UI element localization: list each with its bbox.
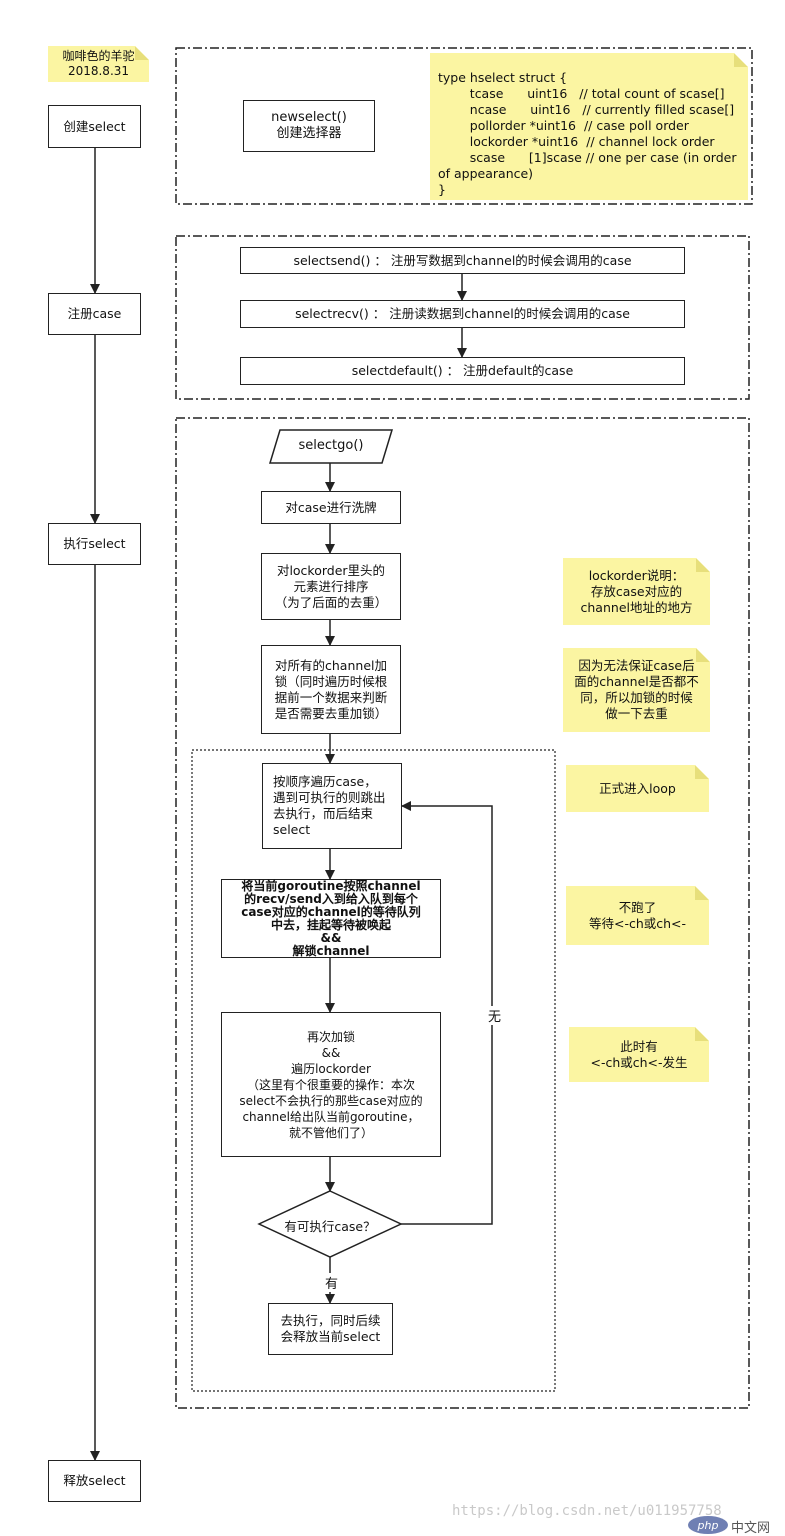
step-create-select: 创建select <box>48 105 141 148</box>
final-execute-box: 去执行，同时后续 会释放当前select <box>268 1303 393 1355</box>
yes-branch-label: 有 <box>323 1273 341 1292</box>
enqueue-goroutine-box: 将当前goroutine按照channel 的recv/send入到给入队到每个… <box>221 879 441 958</box>
lockorder-note: lockorder说明： 存放case对应的 channel地址的地方 <box>563 558 710 625</box>
lockorder-note-line: channel地址的地方 <box>580 599 693 615</box>
enqueue-line: 的recv/send入到给入队到每个 <box>244 891 418 906</box>
hselect-struct-note: type hselect struct { tcase uint16 // to… <box>430 53 748 200</box>
lock-line: 锁（同时遍历时候根 <box>274 673 388 689</box>
wake-note-line: <-ch或ch<-发生 <box>590 1054 688 1070</box>
sort-line: （为了后面的去重） <box>274 594 388 610</box>
final-line: 会释放当前select <box>280 1329 381 1344</box>
relock-line: 再次加锁 <box>306 1029 355 1044</box>
selectrecv-box: selectrecv() ： 注册读数据到channel的时候会调用的case <box>240 300 685 328</box>
dedupe-note-line: 做一下去重 <box>605 706 668 721</box>
step-register-case: 注册case <box>48 293 141 335</box>
block-note: 不跑了 等待<-ch或ch<- <box>566 886 709 945</box>
selectdefault-box: selectdefault() ： 注册default的case <box>240 357 685 385</box>
final-line: 去执行，同时后续 <box>280 1313 381 1328</box>
newselect-desc: 创建选择器 <box>276 126 342 141</box>
selectgo-label: selectgo() <box>298 438 364 453</box>
lock-line: 对所有的channel加 <box>275 657 387 673</box>
struct-line: lockorder *uint16 // channel lock order <box>438 134 715 149</box>
author-name: 咖啡色的羊驼 <box>62 49 135 63</box>
section2-frame <box>175 235 750 400</box>
relock-line: （这里有个很重要的操作：本次 <box>246 1077 415 1092</box>
relock-line: 就不管他们了） <box>288 1125 373 1140</box>
loop-line: select <box>273 822 311 837</box>
newselect-title: newselect() <box>271 110 347 125</box>
enqueue-line: case对应的channel的等待队列 <box>241 904 421 919</box>
struct-line: } <box>438 182 446 197</box>
dedupe-note-line: 面的channel是否都不 <box>574 674 699 689</box>
relock-box: 再次加锁 && 遍历lockorder （这里有个很重要的操作：本次 selec… <box>221 1012 441 1157</box>
step-execute-select: 执行select <box>48 523 141 565</box>
relock-line: && <box>321 1045 341 1060</box>
selectsend-box: selectsend() ： 注册写数据到channel的时候会调用的case <box>240 247 685 274</box>
loop-cases-box: 按顺序遍历case， 遇到可执行的则跳出 去执行，而后结束 select <box>262 763 402 849</box>
lock-channels-box: 对所有的channel加 锁（同时遍历时候根 据前一个数据来判断 是否需要去重加… <box>261 645 401 734</box>
newselect-box: newselect() 创建选择器 <box>243 100 375 152</box>
struct-line: of appearance) <box>438 166 534 181</box>
enqueue-line: 解锁channel <box>292 943 370 958</box>
block-note-line: 等待<-ch或ch<- <box>588 915 687 931</box>
section3-frame <box>175 417 750 1409</box>
step-release-select: 释放select <box>48 1460 141 1502</box>
struct-line: tcase uint16 // total count of scase[] <box>438 86 725 101</box>
author-date: 2018.8.31 <box>67 64 130 78</box>
loop-line: 遇到可执行的则跳出 <box>273 790 386 805</box>
no-branch-label: 无 <box>486 1006 504 1025</box>
dedupe-note-line: 同，所以加锁的时候 <box>580 690 693 705</box>
sort-line: 元素进行排序 <box>293 578 369 594</box>
decision-shape <box>257 1190 403 1258</box>
lockorder-note-line: lockorder说明： <box>588 567 685 583</box>
struct-line: type hselect struct { <box>438 70 568 85</box>
sort-line: 对lockorder里头的 <box>276 562 386 578</box>
loop-line: 去执行，而后结束 <box>273 806 374 821</box>
selectgo-shape <box>268 429 394 464</box>
sort-lockorder-box: 对lockorder里头的 元素进行排序 （为了后面的去重） <box>261 553 401 620</box>
block-note-line: 不跑了 <box>618 899 657 915</box>
loop-line: 按顺序遍历case， <box>273 774 377 789</box>
enqueue-line: 中去，挂起等待被唤起 <box>270 917 391 932</box>
loop-note: 正式进入loop <box>566 765 709 812</box>
struct-line: pollorder *uint16 // case poll order <box>438 118 689 133</box>
relock-line: 遍历lockorder <box>291 1061 371 1076</box>
php-logo-text: php <box>697 1518 719 1532</box>
relock-line: select不会执行的那些case对应的 <box>239 1093 423 1108</box>
lock-line: 据前一个数据来判断 <box>274 689 388 705</box>
lock-line: 是否需要去重加锁） <box>274 705 388 721</box>
wake-note-line: 此时有 <box>620 1038 658 1054</box>
php-logo: php <box>688 1516 728 1534</box>
struct-line: scase [1]scase // one per case (in order <box>438 150 737 165</box>
lockorder-note-line: 存放case对应的 <box>590 583 683 599</box>
wake-note: 此时有 <-ch或ch<-发生 <box>569 1027 709 1082</box>
blog-watermark: https://blog.csdn.net/u011957758 <box>452 1503 722 1519</box>
author-note: 咖啡色的羊驼 2018.8.31 <box>48 46 149 82</box>
dedupe-note: 因为无法保证case后 面的channel是否都不 同，所以加锁的时候 做一下去… <box>563 648 710 732</box>
decision-label: 有可执行case？ <box>284 1219 376 1234</box>
dedupe-note-line: 因为无法保证case后 <box>578 658 695 673</box>
enqueue-line: && <box>320 930 342 945</box>
struct-line: ncase uint16 // currently filled scase[] <box>438 102 735 117</box>
php-site-label: 中文网 <box>731 1521 771 1536</box>
shuffle-box: 对case进行洗牌 <box>261 491 401 524</box>
enqueue-line: 将当前goroutine按照channel <box>241 878 421 893</box>
loop-frame <box>191 749 556 1392</box>
section1-frame <box>175 47 753 205</box>
relock-line: channel给出队当前goroutine， <box>242 1109 420 1124</box>
